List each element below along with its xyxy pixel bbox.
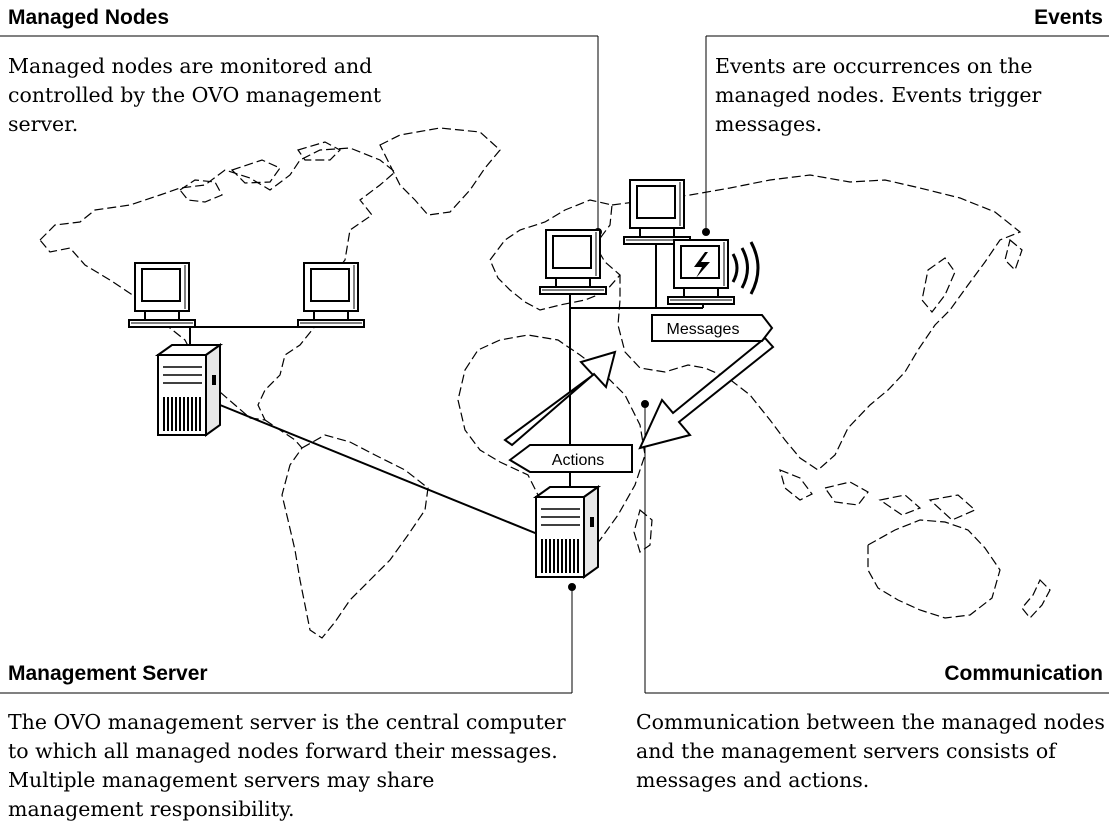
event-signal-waves-icon bbox=[731, 241, 760, 295]
management-server-heading: Management Server bbox=[8, 662, 208, 685]
messages-label: Messages bbox=[667, 321, 740, 338]
leader-lines bbox=[0, 35, 1109, 694]
messages-arrow: Messages bbox=[638, 314, 775, 450]
managed-node-monitor bbox=[297, 262, 365, 328]
communication-heading: Communication bbox=[944, 662, 1103, 685]
management-server-description: The OVO management server is the central… bbox=[8, 710, 566, 821]
actions-arrow: Actions bbox=[503, 350, 633, 473]
network-links bbox=[161, 238, 704, 536]
managed-node-monitor bbox=[128, 262, 196, 328]
actions-label: Actions bbox=[552, 452, 604, 469]
communication-description: Communication between the managed nodes … bbox=[636, 710, 1105, 792]
events-heading: Events bbox=[1034, 6, 1103, 29]
managed-nodes-description: Managed nodes are monitored and controll… bbox=[8, 54, 382, 136]
managed-node-server bbox=[157, 344, 221, 436]
managed-node-monitor bbox=[539, 229, 607, 295]
managed-node-monitor bbox=[623, 179, 691, 245]
event-monitor-icon bbox=[667, 239, 735, 305]
events-description: Events are occurrences on the managed no… bbox=[715, 54, 1042, 136]
managed-nodes-heading: Managed Nodes bbox=[8, 6, 170, 29]
management-server-icon bbox=[535, 486, 599, 578]
